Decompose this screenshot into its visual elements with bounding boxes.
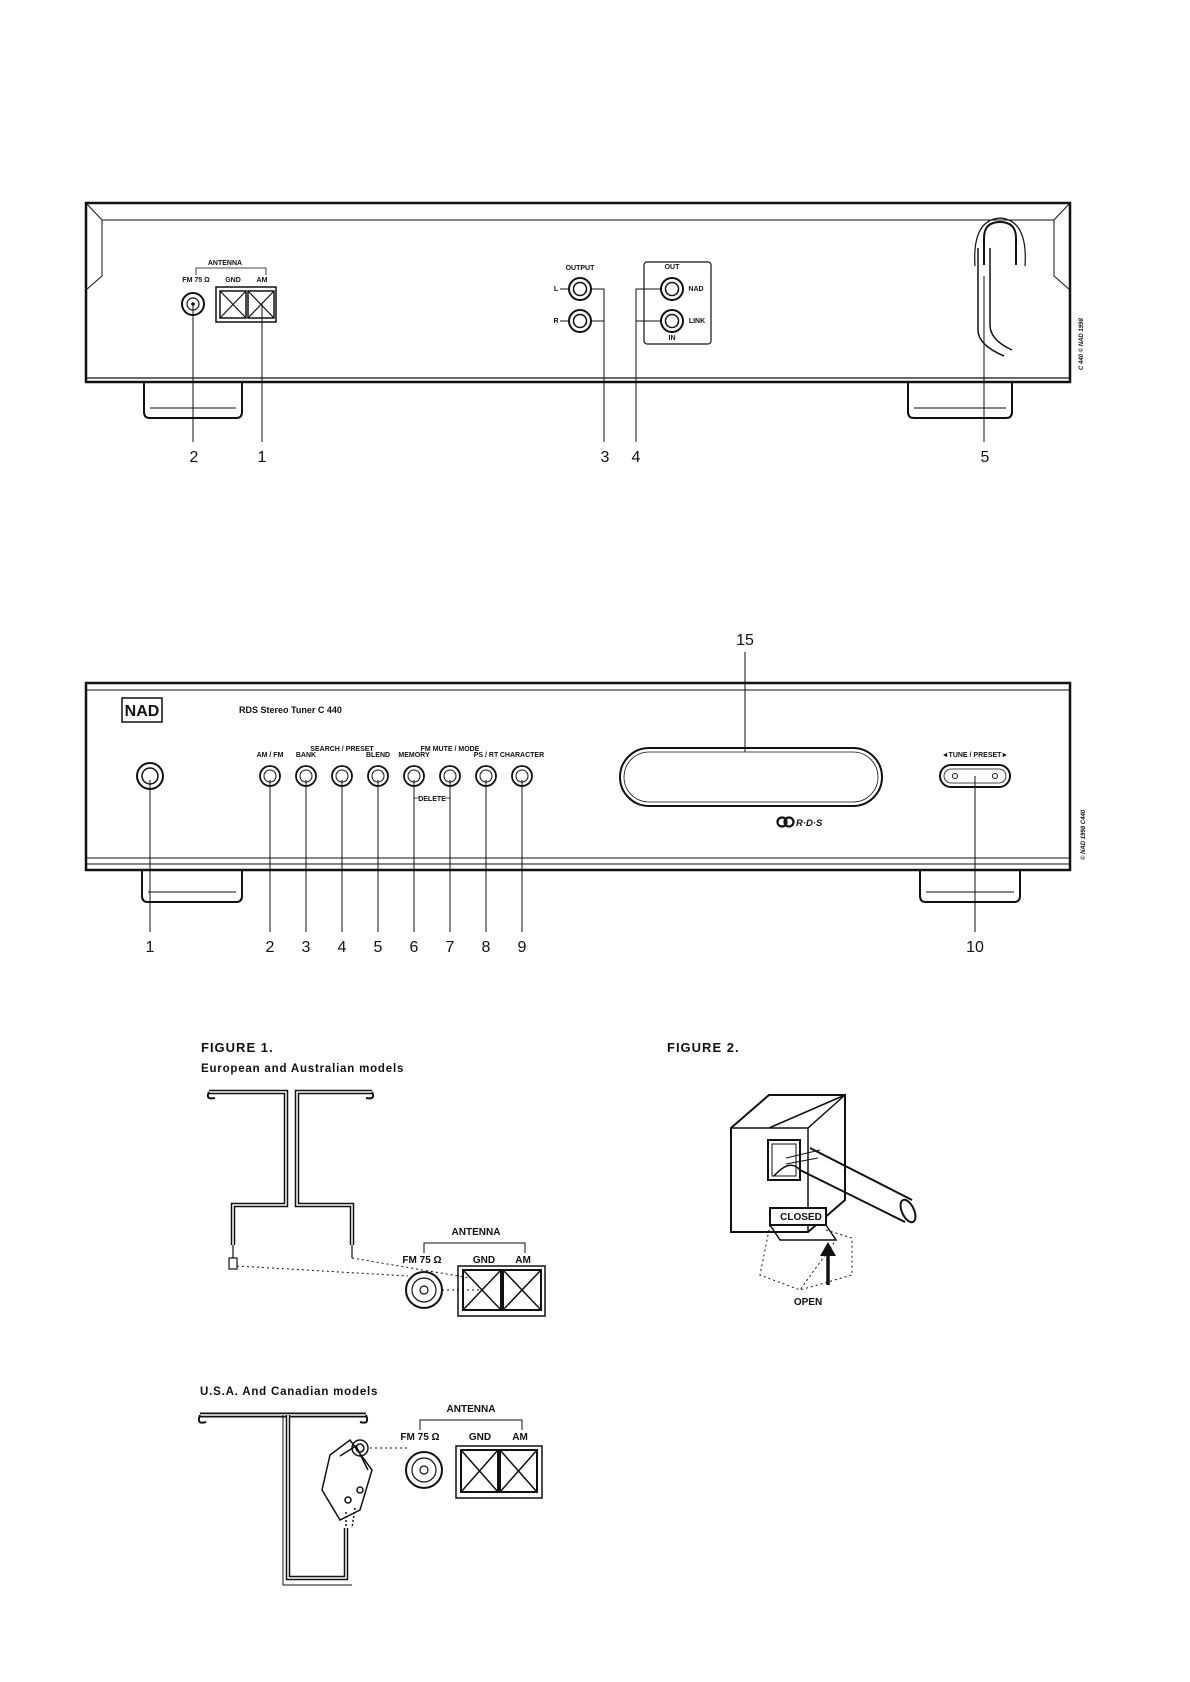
front-callout-3: 3: [302, 939, 311, 956]
rear-power-cord: [974, 217, 1026, 357]
us-fm-jack: [405, 1451, 443, 1489]
rear-side-text: C 440 © NAD 1998: [1078, 318, 1085, 370]
rear-out-label: OUT: [665, 264, 681, 271]
rear-callout-4: 4: [632, 449, 641, 466]
rear-callout-2: 2: [190, 449, 199, 466]
eu-antenna-label: ANTENNA: [452, 1227, 501, 1238]
eu-gnd-label: GND: [473, 1255, 495, 1266]
fm-mute-mode-button-label: FM MUTE / MODE: [421, 746, 480, 753]
rear-callout-1: 1: [258, 449, 267, 466]
figure-1: FIGURE 1. European and Australian models…: [197, 1040, 546, 1586]
rear-nad-label: NAD: [688, 286, 703, 293]
us-am-terminal: [499, 1449, 538, 1493]
speaker-terminal-clip-icon: [730, 1094, 917, 1291]
rear-nad-link-box: [643, 261, 712, 345]
figure-2: FIGURE 2. CLOSED OPEN: [667, 1040, 917, 1308]
rear-am-label: AM: [257, 277, 268, 284]
rear-callout-3: 3: [601, 449, 610, 466]
rear-gnd-label: GND: [225, 277, 241, 284]
rear-panel: ANTENNA FM 75 Ω GND AM OUTPUT L R: [84, 201, 1085, 466]
rds-logo-icon: [776, 816, 795, 828]
eu-am-terminal: [502, 1269, 542, 1311]
rear-gnd-terminal[interactable]: [219, 290, 247, 319]
blend-button-label: BLEND: [366, 752, 390, 759]
nad-logo: [121, 697, 163, 723]
rear-foot-right: [907, 382, 1013, 419]
us-fm-t-antenna: [197, 1412, 369, 1586]
front-model-text: RDS Stereo Tuner C 440: [239, 705, 342, 715]
eu-fm-jack: [405, 1271, 443, 1309]
rear-r-label: R: [553, 318, 558, 325]
front-callout-4: 4: [338, 939, 347, 956]
eu-am-label: AM: [515, 1255, 531, 1266]
us-am-label: AM: [512, 1432, 528, 1443]
delete-label: DELETE: [418, 796, 446, 803]
figure-2-title: FIGURE 2.: [667, 1040, 740, 1055]
ps-rt-button-label: PS / RT: [474, 752, 499, 759]
front-callout-2: 2: [266, 939, 275, 956]
front-side-text: © NAD 1998 C440: [1080, 809, 1087, 860]
rear-link-label: LINK: [689, 318, 705, 325]
us-antenna-label: ANTENNA: [447, 1404, 496, 1415]
rear-output-label: OUTPUT: [566, 265, 596, 272]
rear-output-l-jack[interactable]: [568, 277, 592, 301]
nad-logo-text: NAD: [125, 703, 160, 720]
front-callout-15: 15: [736, 632, 754, 649]
front-panel-outline: [84, 681, 1072, 872]
us-gnd-terminal: [460, 1449, 499, 1493]
tune-preset-label: ◄TUNE / PRESET►: [942, 752, 1009, 759]
am-fm-button-label: AM / FM: [257, 752, 284, 759]
open-label: OPEN: [794, 1297, 822, 1308]
character-button-label: CHARACTER: [500, 752, 544, 759]
up-arrow-icon: [820, 1242, 836, 1285]
rear-am-terminal[interactable]: [247, 290, 275, 319]
rds-label: R·D·S: [796, 818, 823, 829]
eu-fm-t-antenna: [206, 1089, 375, 1270]
front-callout-10: 10: [966, 939, 984, 956]
us-gnd-label: GND: [469, 1432, 491, 1443]
rear-output-r-jack[interactable]: [568, 309, 592, 333]
rear-antenna-label: ANTENNA: [208, 260, 242, 267]
front-callout-6: 6: [410, 939, 419, 956]
rear-l-label: L: [554, 286, 559, 293]
rear-in-label: IN: [669, 335, 676, 342]
us-fm-label: FM 75 Ω: [400, 1432, 439, 1443]
rear-link-out-jack[interactable]: [660, 277, 684, 301]
us-balun-adapter-icon: [321, 1438, 373, 1529]
front-foot-right: [919, 870, 1021, 903]
rear-fm-label: FM 75 Ω: [182, 277, 210, 284]
memory-button-label: MEMORY: [398, 752, 430, 759]
figure-1-subtitle-us: U.S.A. And Canadian models: [200, 1386, 378, 1398]
front-callout-9: 9: [518, 939, 527, 956]
front-callout-1: 1: [146, 939, 155, 956]
front-panel: 15 NAD RDS Stereo Tuner C 440 AM / FM BA…: [84, 632, 1087, 956]
bank-button-label: BANK: [296, 752, 316, 759]
figure-1-subtitle-eu: European and Australian models: [201, 1063, 404, 1075]
eu-fm-label: FM 75 Ω: [402, 1255, 441, 1266]
front-foot-left: [141, 870, 243, 903]
search-preset-button-label: SEARCH / PRESET: [310, 746, 374, 753]
rear-callout-5: 5: [981, 449, 990, 466]
display-window: [619, 747, 883, 807]
rear-panel-outline: [84, 201, 1072, 384]
figure-1-title: FIGURE 1.: [201, 1040, 274, 1055]
front-callout-5: 5: [374, 939, 383, 956]
front-callout-8: 8: [482, 939, 491, 956]
closed-label: CLOSED: [780, 1212, 822, 1223]
rear-link-in-jack[interactable]: [660, 309, 684, 333]
front-callout-7: 7: [446, 939, 455, 956]
